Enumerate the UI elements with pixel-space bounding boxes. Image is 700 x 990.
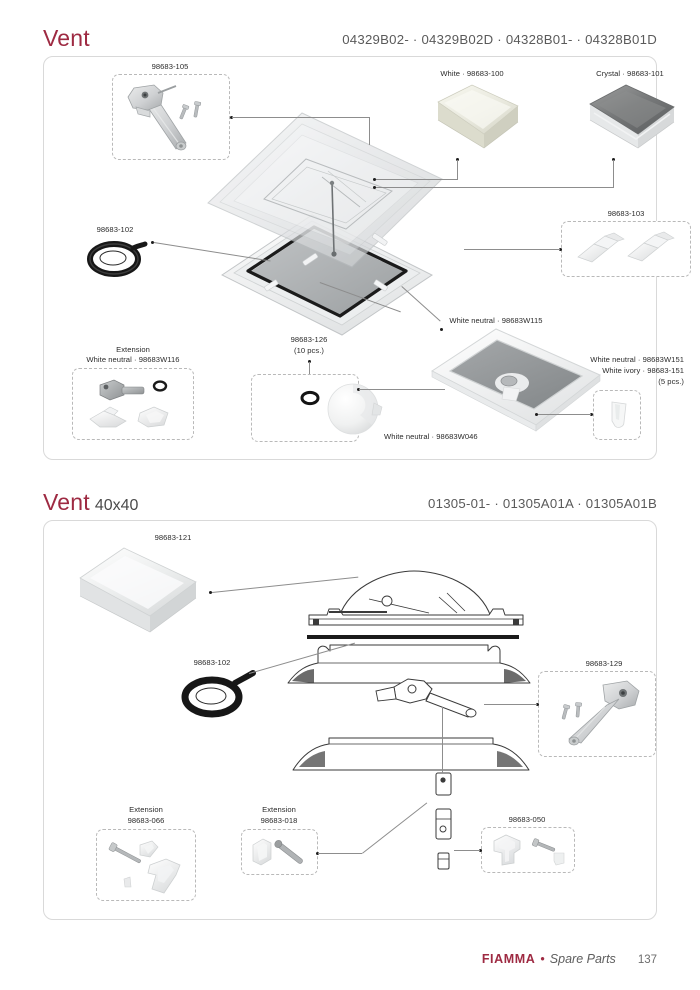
- label-seal-98683-102: 98683-102: [96, 225, 134, 234]
- label-arm-98683-105: 98683-105: [151, 62, 189, 71]
- leader-dot-knob-right: [357, 388, 360, 391]
- section-title-vent: Vent: [43, 25, 95, 52]
- panel-vent: 98683-105: [43, 56, 691, 460]
- label-extension-w116-line2: White neutral · 98683W116: [86, 355, 180, 364]
- leader-dot-dome-white: [456, 158, 459, 161]
- leader-line-hinges-h: [464, 249, 560, 250]
- seal-strip-drawing: [307, 633, 519, 641]
- leader-line-arm-v: [369, 117, 370, 145]
- crank-arm-129-illustration: [547, 679, 651, 753]
- leader-line-knob-h: [359, 389, 445, 390]
- latch-parts-drawing: [432, 772, 456, 871]
- footer-category: Spare Parts: [549, 952, 616, 966]
- white-knob-illustration: [322, 379, 388, 439]
- label-clip-line2: White ivory · 98683-151: [602, 366, 684, 375]
- section-title-main: Vent: [43, 25, 90, 51]
- leader-line-knob-050-h: [454, 850, 480, 851]
- extension-066-illustration: [104, 837, 188, 895]
- label-clip-line1: White neutral · 98683W151: [590, 355, 684, 364]
- page-footer: FIAMMA • Spare Parts 137: [482, 952, 657, 966]
- leader-dot-ext-018: [316, 852, 319, 855]
- clip-illustration: [607, 400, 631, 432]
- hinge-brackets-illustration: [574, 229, 680, 271]
- callout-box-98683-103: [561, 221, 691, 277]
- seal-coil-2-illustration: [180, 669, 256, 719]
- leader-dot-knob-top: [308, 360, 311, 363]
- label-ext-018-line1: Extension: [262, 805, 296, 814]
- leader-dot-dome-white-end: [373, 178, 376, 181]
- label-knob-98683-050: 98683-050: [508, 815, 546, 824]
- leader-dot-arm: [230, 116, 233, 119]
- label-knob-98683-126-line1: 98683-126: [290, 335, 328, 344]
- crank-arm-illustration: [120, 81, 224, 155]
- leader-line-latch-v: [442, 707, 443, 773]
- leader-dot-frame-net: [440, 328, 443, 331]
- dome-white-illustration: [422, 82, 528, 154]
- section-title-sub-2: 40x40: [94, 497, 139, 514]
- callout-box-98683w116: [72, 368, 194, 440]
- label-ext-066-line2: 98683-066: [127, 816, 165, 825]
- leader-line-ext-018-h: [318, 853, 362, 854]
- leader-dot-hinges: [559, 248, 562, 251]
- leader-line-arm-h: [232, 117, 370, 118]
- leader-line-arm-129-h: [484, 704, 537, 705]
- label-hinges-98683-103: 98683-103: [607, 209, 645, 218]
- leader-line-dome-crystal-h: [374, 187, 614, 188]
- leader-dot-dome-crystal-end: [373, 186, 376, 189]
- seal-coil-illustration: [86, 237, 148, 277]
- page-number: 137: [637, 954, 657, 966]
- knob-050-illustration: [490, 833, 568, 869]
- footer-separator: •: [540, 952, 545, 966]
- vent-section-drawing-top: [299, 569, 529, 631]
- oring-illustration: [299, 389, 321, 407]
- brand-name: FIAMMA: [481, 952, 536, 966]
- section-title-main-2: Vent: [43, 489, 90, 515]
- label-frame-98683w115: White neutral · 98683W115: [449, 316, 543, 325]
- bottom-frame-drawing: [289, 736, 533, 778]
- extension-018-illustration: [249, 835, 311, 871]
- leader-dot-dome-crystal: [612, 158, 615, 161]
- frame-profile-drawing: [284, 643, 534, 691]
- label-dome-crystal: Crystal · 98683-101: [596, 69, 664, 78]
- label-dome-98683-121: 98683-121: [154, 533, 192, 542]
- leader-line-dome-crystal-v: [613, 160, 614, 188]
- leader-line-clip-h: [537, 414, 591, 415]
- section-codes-vent: 04329B02- · 04329B02D · 04328B01- · 0432…: [342, 32, 657, 47]
- crank-arm-drawing: [372, 673, 492, 723]
- label-dome-white: White · 98683-100: [440, 69, 504, 78]
- leader-dot-seal: [151, 241, 154, 244]
- section-header-vent: Vent 04329B02- · 04329B02D · 04328B01- ·…: [43, 20, 657, 54]
- leader-line-dome-white-v: [457, 160, 458, 180]
- dome-crystal-illustration: [576, 82, 686, 154]
- leader-line-ext-018-diag: [362, 802, 428, 854]
- panel-vent-40x40: 98683-121: [43, 520, 657, 920]
- section-codes-vent-40x40: 01305-01- · 01305A01A · 01305A01B: [428, 496, 657, 511]
- leader-dot-arm-129: [536, 703, 539, 706]
- label-knob-98683-126-line2: (10 pcs.): [294, 346, 324, 355]
- leader-dot-knob-050: [479, 849, 482, 852]
- leader-dot-dome-121: [209, 591, 212, 594]
- leader-dot-clip: [590, 413, 593, 416]
- label-seal2-98683-102: 98683-102: [193, 658, 231, 667]
- label-arm-98683-129: 98683-129: [585, 659, 623, 668]
- leader-line-dome-white-h: [374, 179, 458, 180]
- leader-dot-clip-end: [535, 413, 538, 416]
- label-net-98683w046: White neutral · 98683W046: [384, 432, 478, 441]
- label-ext-066-line1: Extension: [129, 805, 163, 814]
- label-ext-018-line2: 98683-018: [260, 816, 298, 825]
- label-extension-w116-line1: Extension: [116, 345, 150, 354]
- vent-assembly-illustration: [194, 107, 464, 342]
- flyscreen-illustration: [424, 327, 609, 437]
- dome-121-illustration: [62, 544, 212, 636]
- label-clip-line3: (5 pcs.): [658, 377, 684, 386]
- extension-w116-illustration: [84, 375, 184, 433]
